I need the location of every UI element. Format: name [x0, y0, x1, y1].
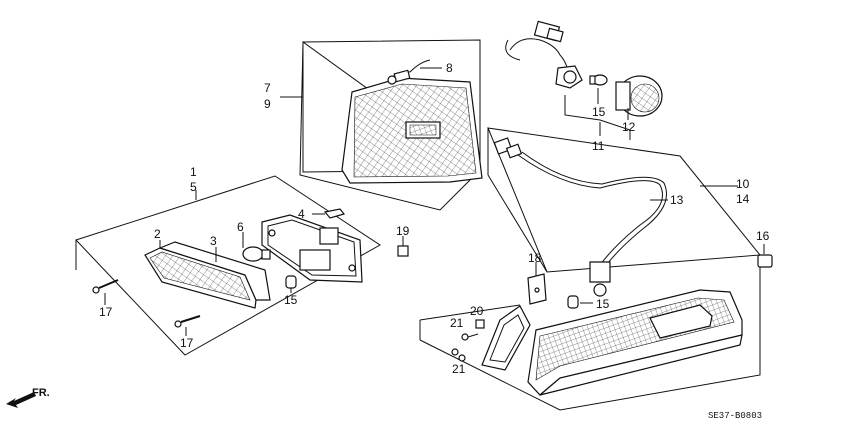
front-direction-arrow-icon: [6, 392, 36, 408]
callout-6: 6: [237, 220, 244, 234]
lamp-socket: [555, 65, 583, 89]
bulb-6: [242, 246, 271, 262]
bracket-18: [527, 273, 547, 305]
callout-21-upper: 21: [450, 316, 464, 330]
screw-17-a: [92, 279, 119, 294]
direction-label: FR.: [32, 387, 50, 399]
corner-light-group: 8 7 9: [264, 39, 483, 211]
callout-11: 11: [592, 139, 605, 153]
bulb-15-right: [567, 295, 579, 309]
callout-21-lower: 21: [452, 362, 466, 376]
rear-combination-lamp: [527, 289, 743, 396]
diagram-code: SE37-B0803: [708, 411, 762, 421]
nut-20: [475, 319, 485, 329]
callout-17-a: 17: [99, 305, 113, 319]
callout-3: 3: [210, 234, 217, 248]
callout-15-right: 15: [596, 297, 610, 311]
bulb-15-top: [589, 74, 608, 86]
callout-14: 14: [736, 192, 750, 206]
callout-15-top: 15: [592, 105, 606, 119]
callout-17-b: 17: [180, 336, 194, 350]
clip-19: [397, 245, 409, 257]
callout-2: 2: [154, 227, 161, 241]
round-lamp-12: [615, 75, 663, 117]
screw-21-upper: [461, 333, 479, 341]
harness-13: [493, 137, 667, 297]
callout-5: 5: [190, 180, 197, 194]
callout-18: 18: [528, 251, 542, 265]
socket-harness-group: 15 12 11: [505, 20, 663, 153]
callout-19: 19: [396, 224, 410, 238]
callout-10: 10: [736, 177, 750, 191]
callout-13: 13: [670, 193, 684, 207]
callout-15-left: 15: [284, 293, 298, 307]
callout-7: 7: [264, 81, 271, 95]
callout-12: 12: [622, 120, 636, 134]
clip-16: [757, 254, 773, 268]
corner-lamp-lens: [341, 77, 483, 184]
callout-20: 20: [470, 304, 484, 318]
screw-17-b: [174, 315, 201, 328]
callout-16: 16: [756, 229, 770, 243]
front-lamp-group: 1 5: [75, 165, 381, 356]
callout-8: 8: [446, 61, 453, 75]
callout-9: 9: [264, 97, 271, 111]
bulb-15-left: [285, 275, 297, 289]
screw-21-lower: [451, 348, 466, 362]
front-lens: [144, 241, 271, 309]
screw-4: [323, 208, 346, 219]
callout-1: 1: [190, 165, 197, 179]
front-lamp-housing: [261, 214, 363, 283]
socket-wire-8: [387, 59, 431, 85]
callout-4: 4: [298, 207, 305, 221]
mount-gasket: [481, 305, 531, 371]
